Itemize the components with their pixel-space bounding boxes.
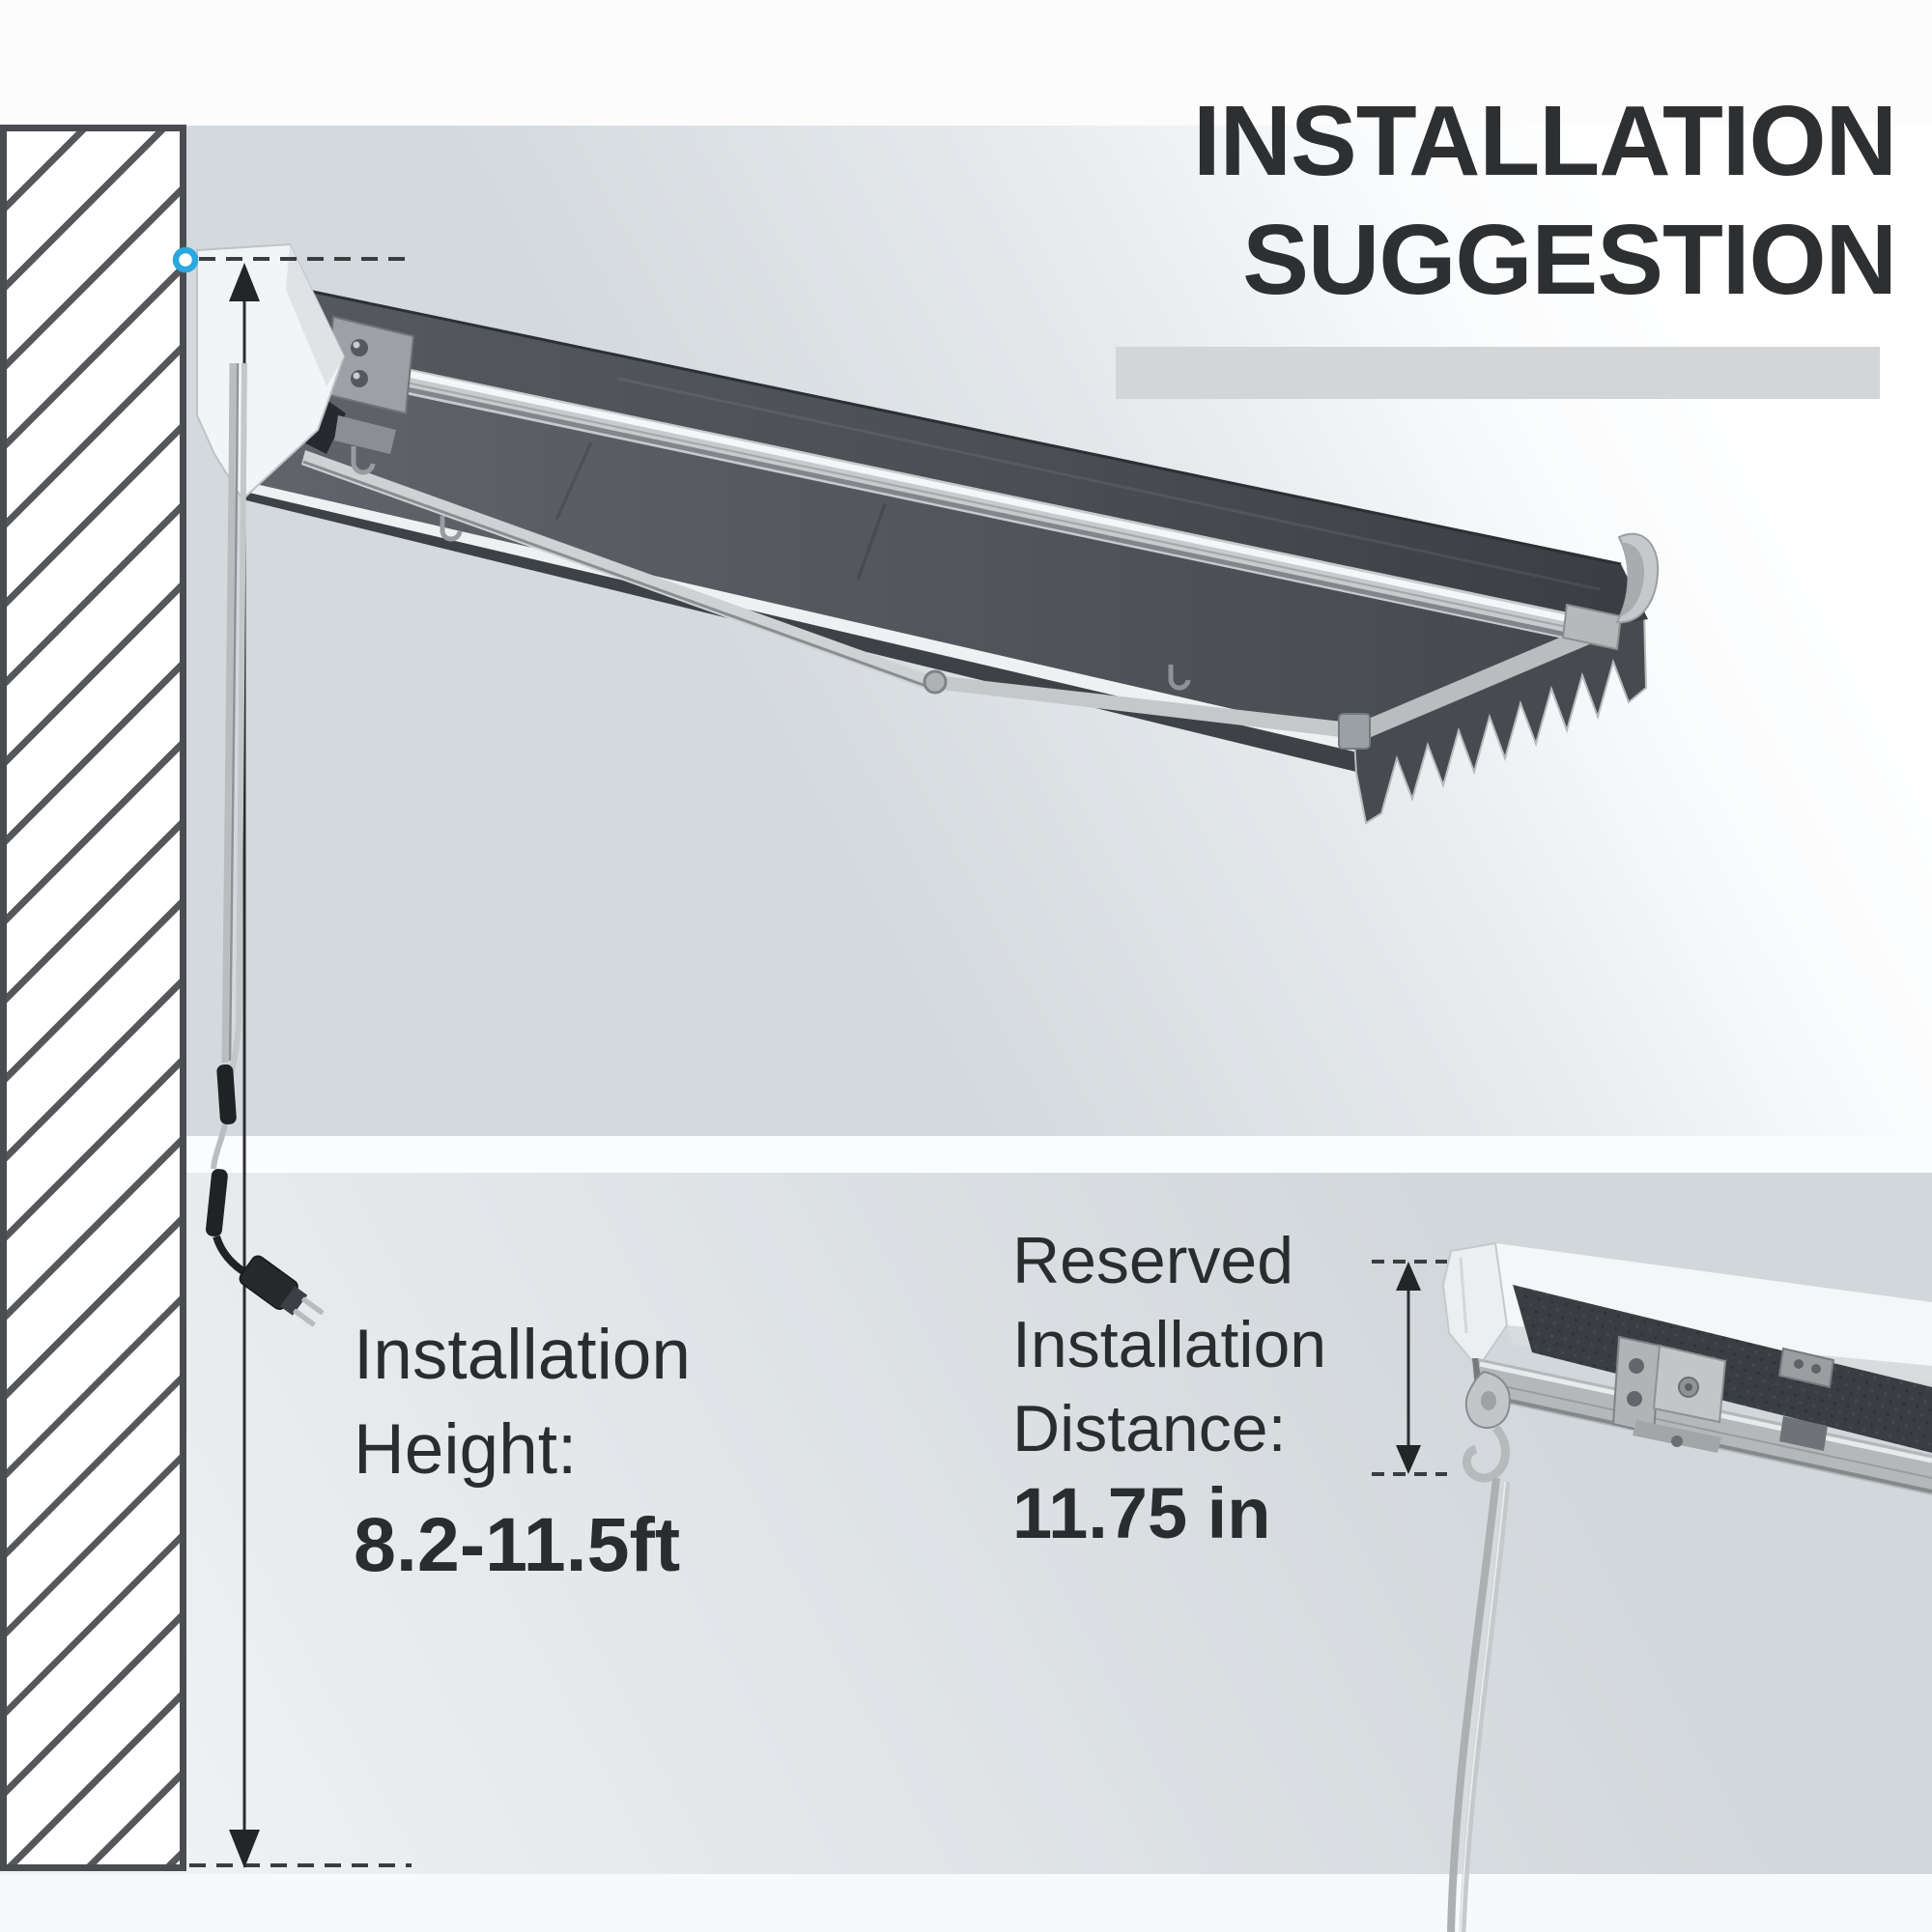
distance-label-line-2: Installation (1012, 1308, 1327, 1381)
distance-value: 11.75 in (1012, 1473, 1271, 1553)
power-cord-assembly (205, 362, 325, 1327)
clamp-lower-plate (334, 415, 396, 454)
closeup-cord-highlight (1460, 1481, 1506, 1932)
arm-shadow-line (302, 460, 932, 690)
wall-cross-section (0, 125, 186, 1871)
closeup-cord (1447, 1477, 1500, 1932)
clamp-bolt (1629, 1358, 1644, 1374)
clamp-bolt (1671, 1435, 1683, 1447)
cord-twist (211, 1123, 228, 1170)
arm-elbow-joint (923, 669, 948, 695)
awning-front-bar-edge (239, 480, 1358, 753)
arrow-down-icon (229, 1830, 260, 1868)
front-bar-bracket (1338, 713, 1371, 750)
square-torsion-bar (1478, 1358, 1932, 1495)
valance-sawtooth (1352, 611, 1648, 825)
title-line-2: SUGGESTION (1242, 204, 1897, 315)
bolt-highlight (353, 341, 360, 349)
ceiling-hook-icon (440, 516, 463, 542)
plug-prong (301, 1296, 325, 1315)
arrow-up-icon (1396, 1262, 1421, 1291)
ceiling-hook-icon (1168, 665, 1191, 691)
background-band-top (0, 0, 1932, 126)
rail-plate-dark (1779, 1416, 1828, 1451)
front-bar-arm-segment (1352, 623, 1599, 743)
title-accent-bar (1116, 347, 1880, 399)
cassette-end-cap (1441, 1241, 1509, 1370)
power-cord-shade (228, 362, 240, 1062)
fabric-top-seam (617, 377, 1601, 591)
awning-fabric-underside (227, 356, 1591, 737)
distance-annotation-label: Reserved Installation Distance: 11.75 in (1012, 1219, 1326, 1555)
page-title: INSTALLATION SUGGESTION (1193, 81, 1897, 319)
height-value: 8.2-11.5ft (354, 1501, 681, 1587)
awning-main (196, 242, 1660, 825)
clamp-bolt (351, 370, 368, 387)
bar-rib (1480, 1380, 1932, 1479)
fabric-seam-line (554, 441, 593, 521)
distance-dimension-annotation (1372, 1260, 1447, 1476)
plug-prong (293, 1308, 316, 1327)
fabric-top-edge (242, 275, 1622, 566)
end-cap-shade (1620, 542, 1645, 616)
roller-bar-shadow (228, 349, 1590, 642)
end-cap-facet (1459, 1257, 1468, 1334)
fabric-seam-line (856, 503, 887, 581)
roller-bar-rib (231, 345, 1595, 634)
awning-fabric-top (233, 277, 1648, 627)
cord-sleeve (205, 1169, 228, 1237)
bracket-bolt (1794, 1359, 1804, 1369)
roller-bar-highlight (233, 333, 1594, 628)
mounting-point-marker (172, 246, 199, 273)
background-band-white-strip (0, 1136, 1932, 1173)
arrow-up-icon (229, 263, 260, 301)
mounting-hood-facet (286, 244, 344, 386)
height-label-line-1: Installation (354, 1316, 691, 1394)
power-plug (239, 1255, 325, 1327)
power-cord (221, 362, 237, 1064)
height-annotation-label: Installation Height: 8.2-11.5ft (354, 1308, 691, 1592)
folding-arm-front (933, 675, 1350, 738)
distance-label-line-3: Distance: (1012, 1392, 1287, 1465)
rail-bracket-small (1777, 1347, 1835, 1389)
hanger-hook-icon (1462, 1424, 1510, 1483)
bolt-highlight (353, 372, 360, 380)
arrow-down-icon (1396, 1445, 1421, 1474)
title-line-1: INSTALLATION (1193, 85, 1897, 196)
ceiling-hook-icon (351, 446, 376, 475)
background-band-bottom (0, 1874, 1932, 1932)
cassette-bar (1495, 1243, 1932, 1366)
link-hole (1481, 1391, 1496, 1410)
pull-cord (225, 362, 247, 1085)
bracket-bolt (1811, 1364, 1821, 1374)
distance-label-line-1: Reserved (1012, 1224, 1294, 1297)
height-label-line-2: Height: (354, 1410, 578, 1489)
cord-sleeve (216, 1064, 237, 1125)
roller-bar-end-clamp (1561, 603, 1623, 651)
clamp-bolt (351, 339, 368, 356)
clamp-bolt (1627, 1391, 1642, 1406)
clamp-plate-vertical (1611, 1335, 1662, 1435)
bracket-closeup (1441, 1241, 1932, 1932)
bolt-center (1685, 1383, 1692, 1391)
closeup-cord (1459, 1481, 1511, 1932)
